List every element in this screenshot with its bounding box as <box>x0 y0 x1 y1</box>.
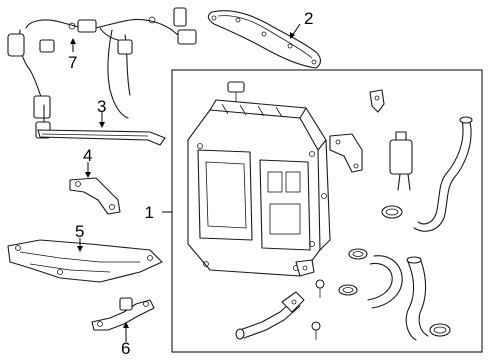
callout-2: 2 <box>304 9 313 28</box>
undertray-5 <box>7 239 163 283</box>
mount-bracket-lower <box>295 259 315 277</box>
gasket-2 <box>207 10 322 69</box>
side-bracket <box>329 133 363 173</box>
inverter-assembly-1 <box>187 81 331 277</box>
bracket-3 <box>37 129 166 146</box>
water-pipe <box>235 291 305 340</box>
coolant-hose-upper <box>413 116 473 232</box>
sensor-connector <box>389 131 413 191</box>
callout-6: 6 <box>121 339 130 358</box>
bracket-4 <box>69 177 121 215</box>
hose-clamps <box>338 205 451 337</box>
bolts <box>311 279 325 340</box>
callout-3: 3 <box>97 97 106 116</box>
callout-1: 1 <box>145 203 154 222</box>
coolant-hose-lower <box>367 255 429 341</box>
small-bracket <box>369 89 385 113</box>
bracket-6 <box>91 297 155 331</box>
callout-4: 4 <box>83 146 92 165</box>
callout-5: 5 <box>75 222 84 241</box>
callout-7: 7 <box>68 53 77 72</box>
